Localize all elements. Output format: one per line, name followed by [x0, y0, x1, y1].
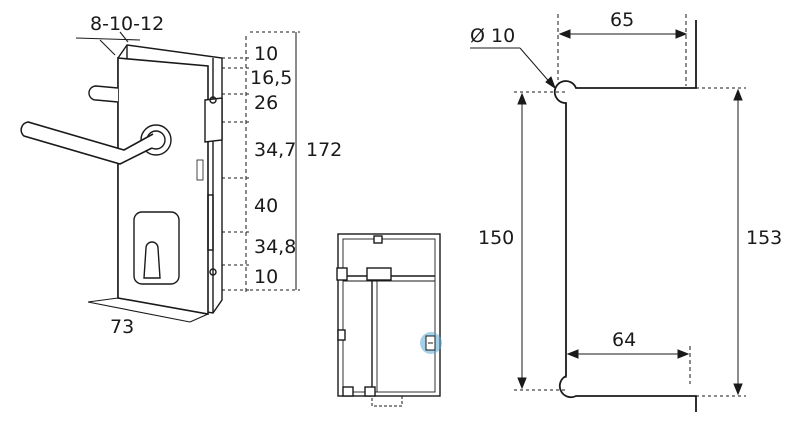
dim-label-26: 26: [254, 92, 278, 114]
total-height-label: 172: [306, 139, 342, 161]
bottom-width-label: 64: [612, 329, 636, 351]
inner-height-label: 150: [478, 227, 514, 249]
arrowhead: [677, 349, 690, 359]
arrowhead: [733, 383, 743, 396]
lock-assembly: [20, 44, 223, 315]
dimension-line: [75, 37, 141, 41]
frame-clip: [337, 329, 346, 341]
dim-label-10-top: 10: [254, 43, 278, 65]
dim-label-10-bottom: 10: [254, 266, 278, 288]
arrowhead: [558, 29, 571, 39]
cutout-profile: [553, 20, 697, 412]
lock-width-dimension: [87, 297, 209, 323]
glass-thickness-label: 8-10-12: [90, 13, 164, 35]
door-frame-icon: [336, 233, 441, 407]
deadbolt-slot: [207, 194, 214, 251]
lever-handle: [20, 121, 154, 165]
frame-clip: [336, 267, 348, 281]
dim-label-16-5: 16,5: [250, 67, 292, 89]
latch-bolt: [204, 97, 223, 143]
extension-line: [189, 313, 209, 323]
frame-clip: [373, 235, 383, 244]
outer-height-label: 153: [746, 227, 782, 249]
lock-width-label: 73: [110, 316, 134, 338]
arrowhead: [675, 29, 688, 39]
extension-line: [87, 297, 119, 303]
dim-label-40: 40: [254, 195, 278, 217]
cutout-dimensions: [470, 14, 746, 397]
glass-cutout-drawing: [553, 20, 697, 412]
screw-bottom: [209, 268, 217, 276]
arrowhead: [517, 377, 527, 390]
floor-recess: [371, 395, 403, 407]
arrowhead: [517, 92, 527, 105]
frame-outer: [337, 233, 441, 397]
profile-cylinder: [143, 241, 161, 279]
extension-line: [99, 39, 116, 56]
leader-line: [519, 47, 554, 87]
dimension-line: [87, 301, 191, 323]
arrowhead: [733, 88, 743, 101]
vertical-chain-dimension: [222, 31, 300, 292]
frame-clip: [342, 386, 354, 397]
glass-thickness-dimension: [75, 31, 141, 56]
brand-label: [196, 159, 204, 181]
extension-line: [119, 31, 129, 43]
arrowhead: [566, 349, 579, 359]
top-width-label: 65: [610, 9, 634, 31]
frame-inner: [342, 238, 436, 393]
dim-label-34-8: 34,8: [254, 236, 296, 258]
dim-label-34-7: 34,7: [254, 139, 296, 161]
arrowhead: [545, 76, 556, 90]
frame-clip: [366, 267, 392, 281]
spindle-rear: [88, 85, 119, 103]
screw-top: [209, 96, 217, 104]
hole-diameter-label: Ø 10: [470, 25, 515, 47]
frame-clip: [364, 386, 376, 397]
